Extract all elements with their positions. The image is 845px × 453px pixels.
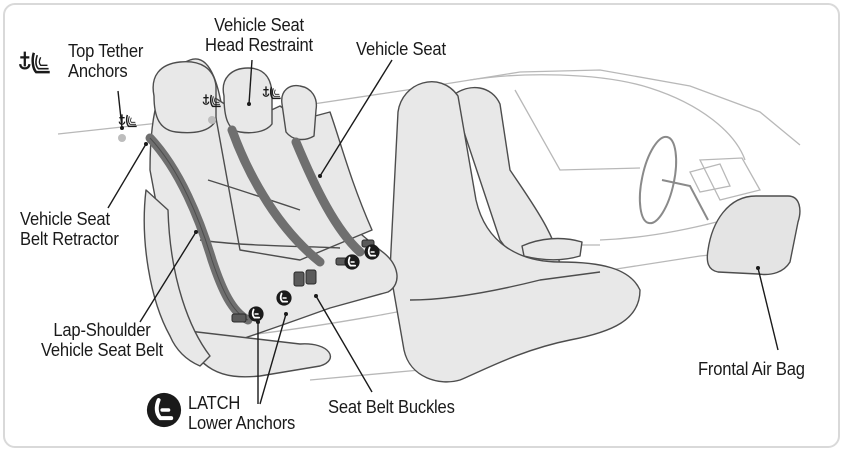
label-belt-retractor: Vehicle Seat Belt Retractor — [20, 209, 119, 249]
label-lap-shoulder-belt: Lap-Shoulder Vehicle Seat Belt — [40, 320, 164, 360]
label-seat-belt-buckles: Seat Belt Buckles — [328, 397, 455, 417]
steering-wheel — [638, 135, 709, 225]
top-tether-anchor-icon — [18, 48, 52, 78]
label-latch-lower-anchors: LATCH Lower Anchors — [188, 393, 296, 433]
belt-edge — [149, 137, 249, 321]
label-top-tether-anchors: Top Tether Anchors — [68, 41, 144, 81]
frontal-air-bag-shape — [706, 195, 801, 276]
label-vehicle-seat: Vehicle Seat — [356, 39, 446, 59]
tether-anchor-dots — [118, 116, 216, 142]
leader-lines — [107, 59, 779, 405]
front-seat — [389, 81, 641, 383]
label-frontal-air-bag: Frontal Air Bag — [698, 359, 805, 379]
latch-icon-1 — [248, 306, 264, 322]
latch-lower-anchor-icon — [146, 392, 182, 428]
latch-icon-4 — [364, 244, 380, 260]
label-head-restraint: Vehicle Seat Head Restraint — [205, 15, 313, 55]
latch-icon-2 — [276, 290, 292, 306]
latch-icon-3 — [344, 254, 360, 270]
leader-dots — [120, 102, 760, 324]
